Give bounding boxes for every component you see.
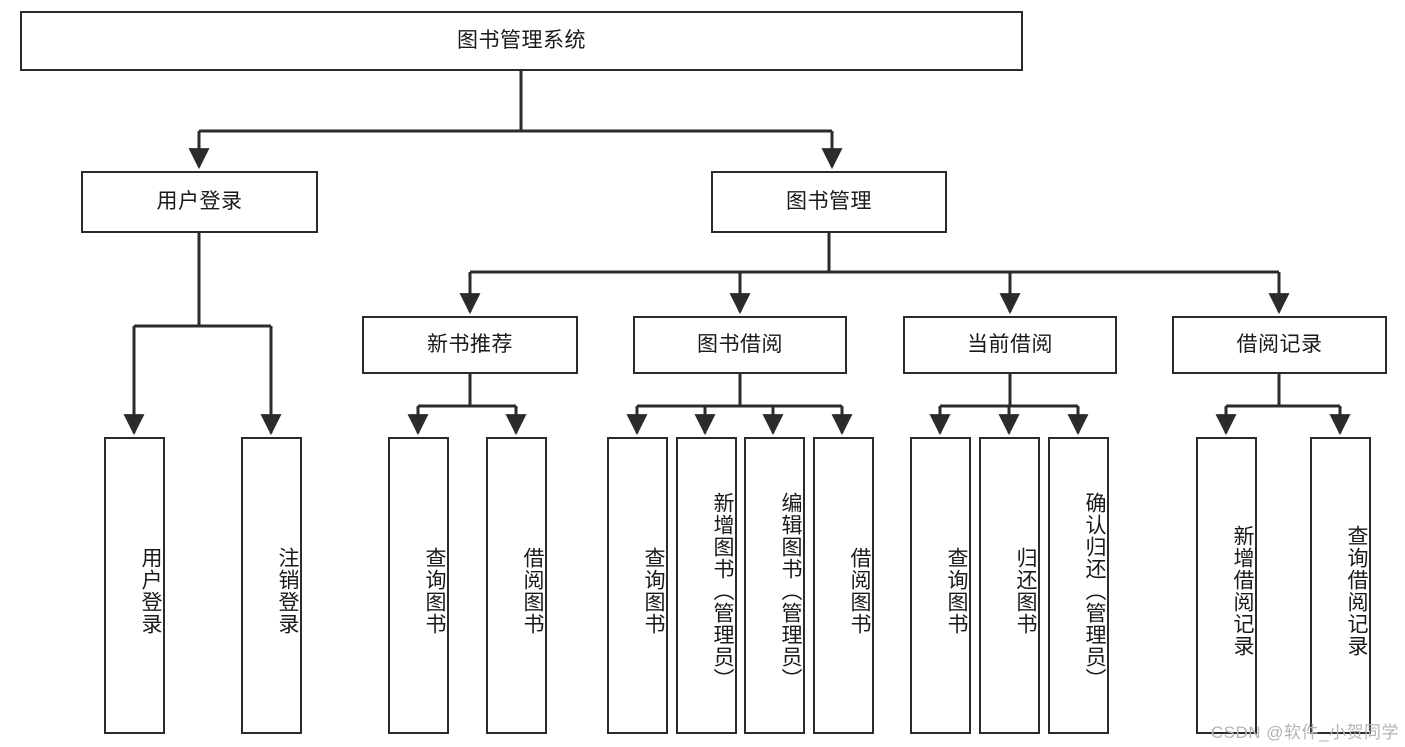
node-label: 查询图书	[945, 546, 968, 635]
leaf-borrow-borrow-book[interactable]: 借阅图书	[813, 437, 874, 734]
node-borrowing-records[interactable]: 借阅记录	[1172, 316, 1387, 374]
node-label: 查询图书	[642, 546, 665, 635]
leaf-current-return-book[interactable]: 归还图书	[979, 437, 1040, 734]
leaf-current-confirm-return-admin[interactable]: 确认归还（管理员）	[1048, 437, 1109, 734]
node-book-management[interactable]: 图书管理	[711, 171, 947, 233]
node-label: 新书推荐	[427, 333, 513, 357]
node-label: 查询借阅记录	[1345, 524, 1368, 657]
node-label: 用户登录	[156, 190, 243, 214]
node-current-borrowing[interactable]: 当前借阅	[903, 316, 1117, 374]
node-label: 新增图书（管理员）	[711, 491, 734, 690]
node-label: 借阅图书	[521, 546, 544, 635]
leaf-borrow-query-book[interactable]: 查询图书	[607, 437, 668, 734]
leaf-records-query-record[interactable]: 查询借阅记录	[1310, 437, 1371, 734]
node-label: 图书借阅	[697, 333, 783, 357]
node-label: 借阅记录	[1236, 333, 1323, 357]
node-root-book-management-system[interactable]: 图书管理系统	[20, 11, 1023, 71]
leaf-current-query-book[interactable]: 查询图书	[910, 437, 971, 734]
node-label: 编辑图书（管理员）	[779, 491, 802, 690]
node-label: 查询图书	[423, 546, 446, 635]
node-label: 借阅图书	[848, 546, 871, 635]
leaf-user-login-logout[interactable]: 注销登录	[241, 437, 302, 734]
node-label: 图书管理	[786, 190, 872, 214]
node-new-book-recommendation[interactable]: 新书推荐	[362, 316, 578, 374]
leaf-records-add-record[interactable]: 新增借阅记录	[1196, 437, 1257, 734]
node-book-borrowing[interactable]: 图书借阅	[633, 316, 847, 374]
node-label: 归还图书	[1014, 546, 1037, 635]
node-label: 图书管理系统	[457, 29, 586, 53]
node-label: 当前借阅	[967, 333, 1053, 357]
leaf-new-book-borrow-book[interactable]: 借阅图书	[486, 437, 547, 734]
node-label: 用户登录	[139, 546, 162, 635]
node-label: 新增借阅记录	[1231, 524, 1254, 657]
node-label: 注销登录	[276, 546, 299, 635]
leaf-borrow-add-book-admin[interactable]: 新增图书（管理员）	[676, 437, 737, 734]
leaf-user-login-login[interactable]: 用户登录	[104, 437, 165, 734]
node-user-login[interactable]: 用户登录	[81, 171, 318, 233]
leaf-borrow-edit-book-admin[interactable]: 编辑图书（管理员）	[744, 437, 805, 734]
leaf-new-book-query-book[interactable]: 查询图书	[388, 437, 449, 734]
csdn-watermark: CSDN @软件_小贺同学	[1210, 723, 1399, 742]
node-label: 确认归还（管理员）	[1083, 491, 1106, 690]
